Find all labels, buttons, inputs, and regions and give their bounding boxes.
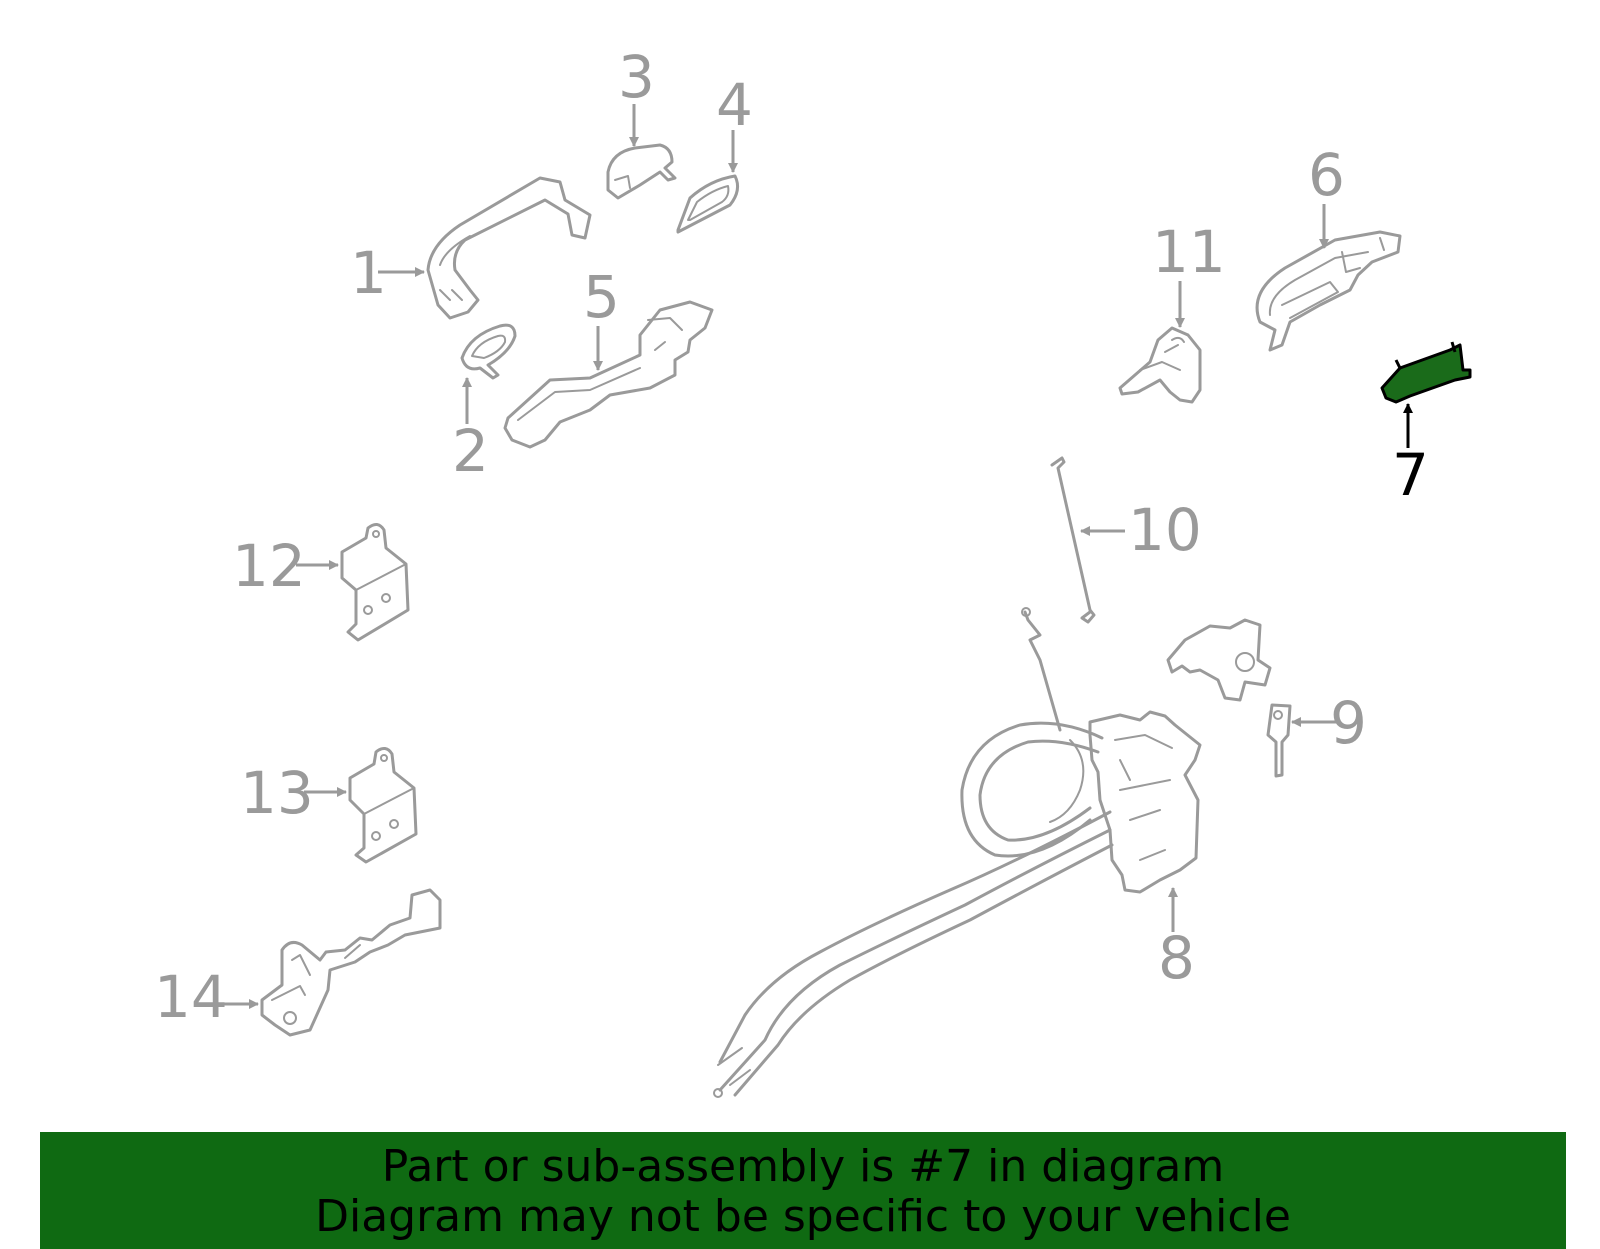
callout-9: 9 [1330,689,1367,757]
callout-10: 10 [1128,496,1202,564]
part-11-bracket [1118,326,1202,404]
callout-8: 8 [1158,924,1195,992]
part-3-cap [606,143,677,200]
banner-line-1: Part or sub-assembly is #7 in diagram [381,1141,1225,1192]
part-12-hinge [340,523,410,642]
part-1-outside-handle [426,176,592,320]
part-5-handle-frame [503,300,714,449]
banner-line-2: Diagram may not be specific to your vehi… [315,1191,1291,1242]
part-8-door-latch [713,607,1202,1098]
callout-7: 7 [1392,441,1429,509]
callout-3: 3 [618,43,655,111]
part-7-highlighted [1380,341,1472,404]
part-14-door-check [260,888,442,1037]
callout-6: 6 [1308,141,1345,209]
callout-12: 12 [232,532,306,600]
part-10-rod [1050,456,1096,624]
disclaimer-banner: Part or sub-assembly is #7 in diagram Di… [40,1132,1566,1249]
part-13-hinge [348,747,418,864]
part-4-cap-gasket [676,174,740,234]
callout-13: 13 [240,759,314,827]
callout-11: 11 [1152,218,1226,286]
callout-14: 14 [154,963,228,1031]
part-6-inside-handle [1255,230,1402,352]
part-7-shape [1380,343,1472,404]
callout-2: 2 [452,417,489,485]
part-2-gasket [460,323,517,380]
parts-diagram: 1 2 3 4 5 6 7 11 [154,43,1472,1098]
callout-4: 4 [716,71,753,139]
callout-5: 5 [583,263,620,331]
part-9-lock-cylinder [1166,618,1292,778]
